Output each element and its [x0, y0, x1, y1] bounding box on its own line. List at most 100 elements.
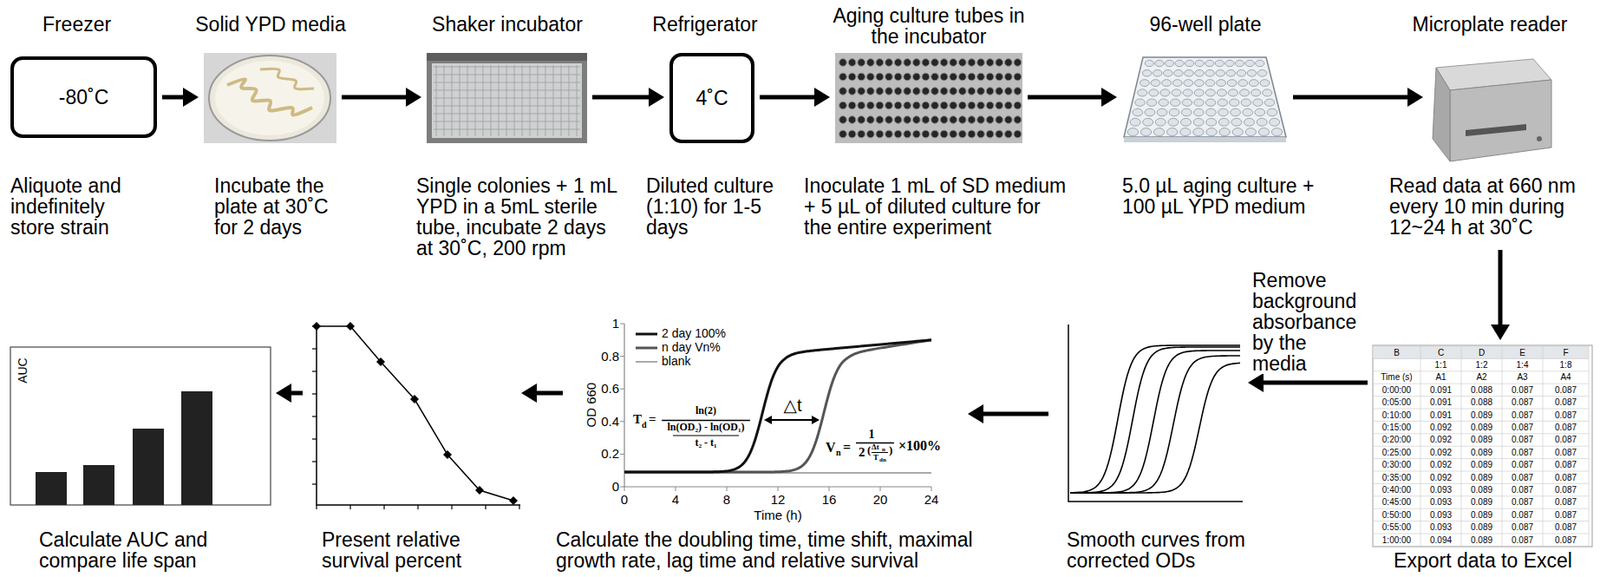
- tube-cap: [921, 58, 930, 67]
- arrow-head: [967, 404, 984, 424]
- table-cell: 0.087: [1502, 410, 1543, 421]
- tube-cap: [940, 58, 948, 67]
- tube-cap: [921, 130, 930, 138]
- tube-cap: [913, 116, 921, 125]
- axis-tick-label: 1: [586, 315, 620, 331]
- tube-cap: [995, 101, 1004, 110]
- tube-cap: [921, 116, 930, 125]
- axis-tick: [312, 460, 317, 462]
- well: [1217, 98, 1228, 106]
- tube-cap: [995, 72, 1004, 81]
- table-cell: 0.087: [1542, 410, 1589, 421]
- legend-line: [635, 333, 658, 336]
- tube-cap: [903, 116, 912, 125]
- tube-rack-grid: [514, 65, 516, 137]
- axis-tick: [620, 388, 625, 390]
- tube-cap: [995, 87, 1004, 96]
- tube-rack-grid: [475, 65, 477, 137]
- table-cell: 0.089: [1461, 509, 1503, 521]
- arrow-shaft: [289, 391, 303, 396]
- tube-cap: [931, 87, 940, 96]
- well: [1262, 89, 1273, 97]
- table-cell: 0.089: [1461, 447, 1503, 458]
- well: [1195, 70, 1204, 78]
- table-cell: 0.094: [1420, 535, 1462, 546]
- step-heading: Freezer: [10, 13, 144, 35]
- tube-cap: [1013, 58, 1022, 67]
- shaker-platform: [431, 63, 582, 138]
- arrow-head: [405, 87, 422, 107]
- plot-axis: [1068, 324, 1243, 502]
- formula-text: ×100%: [898, 437, 953, 454]
- table-cell: F: [1542, 347, 1589, 359]
- formula-text: =: [842, 439, 854, 456]
- table-cell: 0.087: [1542, 484, 1589, 496]
- grid-line: [1372, 408, 1589, 410]
- well: [1194, 79, 1204, 87]
- legend-line: [635, 360, 658, 363]
- reader-slot: [1465, 124, 1527, 137]
- table-cell: 0.089: [1461, 496, 1503, 508]
- legend-text: n day Vn%: [661, 339, 721, 354]
- formula-text: dn: [879, 456, 889, 464]
- table-cell: 0.087: [1542, 397, 1589, 408]
- grid-line: [1372, 358, 1589, 360]
- tube-cap: [885, 58, 894, 67]
- well: [1158, 98, 1169, 106]
- axis-tick-label: 0.2: [586, 445, 620, 461]
- well: [1170, 98, 1181, 106]
- axis-tick: [829, 486, 830, 491]
- well: [1255, 59, 1265, 66]
- formula-text: n: [835, 447, 843, 458]
- survival-plot: Present relative survival percent: [307, 320, 516, 508]
- time-shift-arrow-head: [811, 415, 820, 425]
- well: [1236, 70, 1246, 78]
- table-cell: 1:00:00: [1372, 535, 1421, 546]
- table-cell: C: [1420, 347, 1462, 359]
- table-cell: A1: [1420, 372, 1462, 383]
- tube-cap: [1005, 58, 1013, 67]
- tube-cap: [931, 130, 940, 138]
- well: [1181, 117, 1192, 126]
- well: [1229, 98, 1240, 106]
- axis-tick: [484, 504, 486, 510]
- arrow-shaft: [981, 411, 1049, 417]
- axis-tick: [675, 486, 677, 491]
- refrigerator-box: Refrigerator4˚CDiluted culture (1:10) fo…: [669, 52, 755, 144]
- arrow-head: [648, 87, 665, 107]
- tube-cap: [967, 116, 976, 125]
- well: [1214, 59, 1224, 66]
- table-cell: 0.087: [1502, 496, 1543, 508]
- tube-cap: [977, 101, 986, 110]
- shaker-body: [426, 52, 588, 144]
- axis-title: AUC: [15, 352, 30, 388]
- arrow-head: [521, 383, 537, 403]
- tube-cap: [848, 101, 856, 110]
- flow-arrow: [1027, 87, 1117, 107]
- table-cell: 0:50:00: [1372, 509, 1421, 521]
- table-cell: Time (s): [1372, 372, 1421, 383]
- well: [1184, 70, 1194, 78]
- tube-cap: [839, 87, 848, 96]
- well: [1206, 108, 1217, 117]
- tube-cap: [875, 101, 884, 110]
- well: [1182, 89, 1193, 97]
- well: [1248, 79, 1259, 87]
- edge-label: Remove background absorbance by the medi…: [1252, 269, 1364, 374]
- tube-cap: [867, 58, 876, 67]
- well: [1206, 117, 1217, 126]
- table-cell: 0.091: [1420, 397, 1462, 408]
- arrow-shaft: [1261, 380, 1368, 386]
- well: [1194, 89, 1204, 97]
- well: [1168, 117, 1179, 126]
- tube-rack-grid: [522, 65, 523, 137]
- well: [1247, 70, 1256, 78]
- auc-bar: [132, 428, 164, 505]
- well: [1260, 79, 1270, 87]
- data-point: [312, 321, 321, 331]
- auc-bar-chart: Calculate AUC and compare life span: [10, 346, 271, 505]
- arrow-shaft: [759, 95, 817, 100]
- time-shift-arrow: [770, 418, 814, 421]
- table-cell: 0:20:00: [1372, 434, 1421, 445]
